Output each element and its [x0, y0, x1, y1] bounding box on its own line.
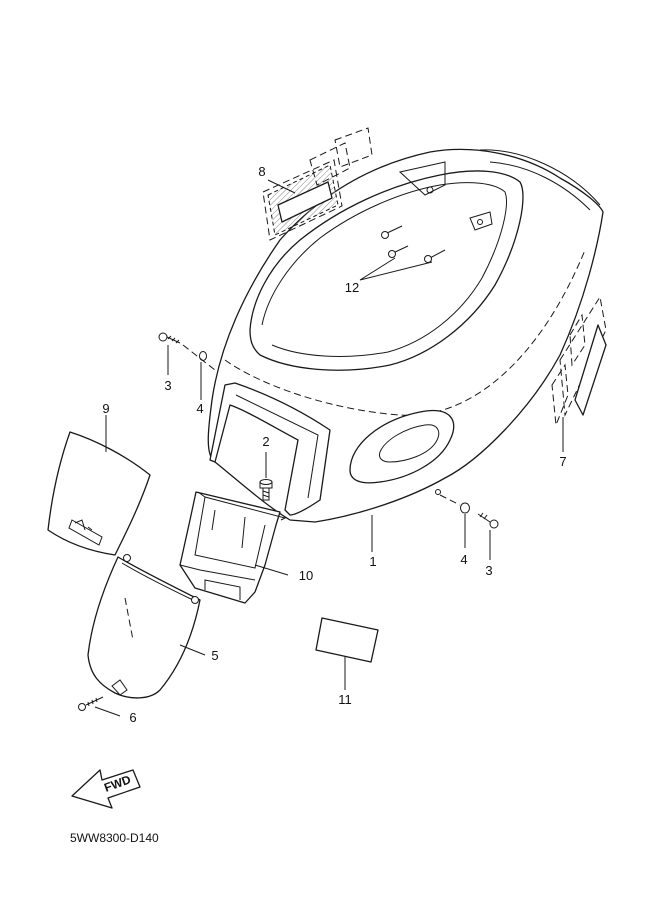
body-cover-part-1 [207, 148, 604, 523]
leader-part-8 [267, 179, 296, 194]
decal-part-7 [551, 295, 607, 426]
callout-9: 9 [102, 401, 109, 416]
decal-part-8 [262, 127, 373, 241]
callout-1: 1 [369, 554, 376, 569]
lower-panel-part-5 [87, 554, 206, 699]
label-part-11 [315, 617, 379, 690]
bolt-washer-left [158, 332, 216, 400]
screw-part-6 [78, 696, 121, 717]
callout-5: 5 [211, 648, 218, 663]
screws-part-12 [359, 225, 446, 281]
forward-direction-arrow: FWD [71, 769, 141, 809]
drawing-code: 5WW8300-D140 [70, 831, 159, 845]
callout-4-right: 4 [460, 552, 467, 567]
callout-3-left: 3 [164, 378, 171, 393]
callout-8: 8 [258, 164, 265, 179]
callout-3-right: 3 [485, 563, 492, 578]
callout-6: 6 [129, 710, 136, 725]
inner-box-part-10 [179, 491, 289, 604]
callout-11: 11 [338, 692, 352, 707]
callout-2: 2 [262, 434, 269, 449]
bolt-washer-right [439, 494, 499, 560]
callout-10: 10 [299, 568, 313, 583]
callout-7: 7 [559, 454, 566, 469]
callout-4-left: 4 [196, 401, 203, 416]
callout-12: 12 [345, 280, 359, 295]
panel-part-9 [47, 415, 151, 556]
screw-part-2 [259, 452, 273, 501]
